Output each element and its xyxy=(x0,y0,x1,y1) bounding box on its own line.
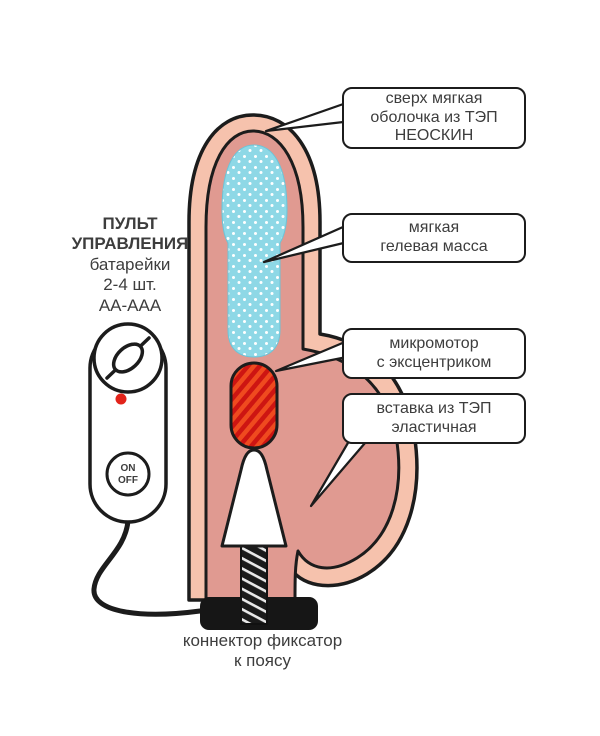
remote-label: ПУЛЬТ УПРАВЛЕНИЯ батарейки 2-4 шт. АА-АА… xyxy=(35,214,225,316)
connector-label-line-1: коннектор фиксатор xyxy=(182,631,343,650)
on-off-button xyxy=(105,451,151,497)
callout-motor: микромотор с эксцентриком xyxy=(342,328,526,379)
micromotor xyxy=(229,361,279,450)
dial-knob-icon xyxy=(111,342,145,374)
threaded-rod xyxy=(240,543,268,625)
on-label: ON xyxy=(121,463,136,474)
callout-shell-line-1: сверх мягкая xyxy=(385,89,483,107)
off-label: OFF xyxy=(118,475,138,486)
callout-motor-line-1: микромотор xyxy=(389,334,479,352)
callout-gel-line-2: гелевая масса xyxy=(380,238,488,255)
pointer-shell xyxy=(264,99,354,133)
connector-label: коннектор фиксатор к поясу xyxy=(150,631,375,672)
power-led xyxy=(115,393,127,405)
callout-shell: сверх мягкая оболочка из ТЭП НЕОСКИН xyxy=(342,87,526,149)
remote-label-line-2: УПРАВЛЕНИЯ xyxy=(71,234,189,254)
remote-label-line-1: ПУЛЬТ xyxy=(102,214,158,233)
callout-gel-line-1: мягкая xyxy=(408,219,460,237)
remote-label-line-5: АА-ААА xyxy=(98,295,162,315)
power-cord xyxy=(91,518,203,617)
remote-label-line-4: 2-4 шт. xyxy=(103,275,157,295)
gel-mass xyxy=(221,144,288,358)
callout-shell-line-3: НЕОСКИН xyxy=(394,127,474,145)
callout-shell-line-2: оболочка из ТЭП xyxy=(370,108,498,126)
callout-gel: мягкая гелевая масса xyxy=(342,213,526,263)
callout-insert-line-2: эластичная xyxy=(391,418,477,436)
remote-label-line-3: батарейки xyxy=(89,254,171,274)
cone-mount xyxy=(220,448,288,548)
callout-insert-line-1: вставка из ТЭП xyxy=(376,399,492,417)
remote-control: ON OFF xyxy=(88,322,168,524)
callout-motor-line-2: с эксцентриком xyxy=(376,353,492,371)
connector-label-line-2: к поясу xyxy=(233,651,292,671)
callout-insert: вставка из ТЭП эластичная xyxy=(342,393,526,444)
